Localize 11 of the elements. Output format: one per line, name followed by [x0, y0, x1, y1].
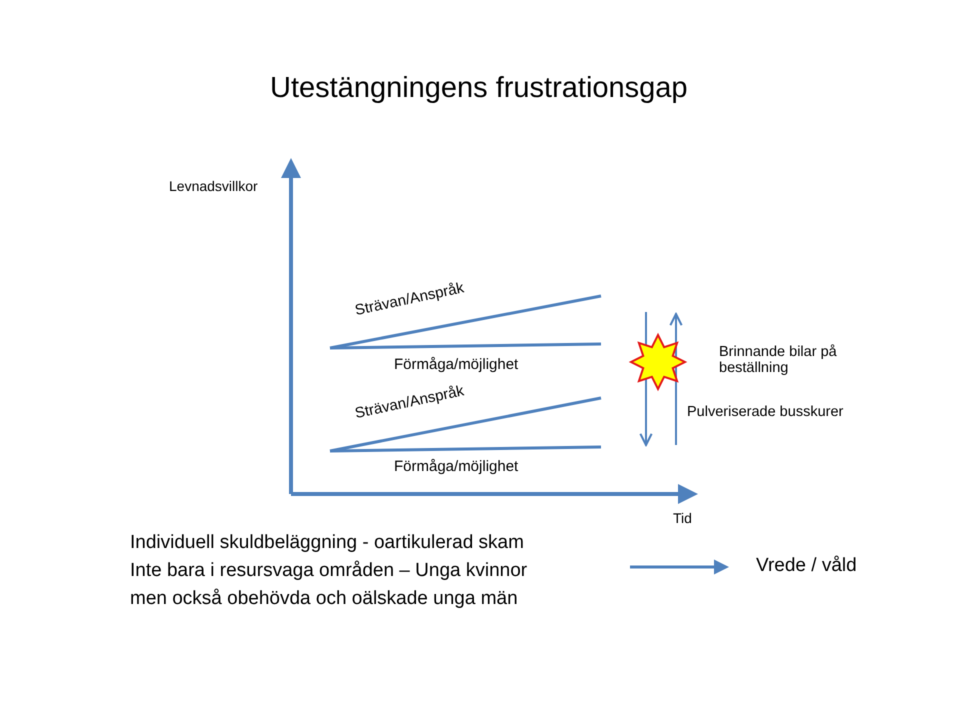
- title: Utestängningens frustrationsgap: [270, 72, 688, 105]
- annotation: Brinnande bilar på beställning: [719, 344, 838, 376]
- text-line: men också obehövda och oälskade unga män: [130, 588, 518, 610]
- text-line: Inte bara i resursvaga områden – Unga kvinnor: [130, 560, 528, 582]
- annotation: Vrede / våld: [756, 555, 857, 577]
- axis-label: Tid: [673, 510, 692, 526]
- line-label: Förmåga/möjlighet: [394, 356, 518, 373]
- text-line: Individuell skuldbeläggning - oartikulerad skam: [130, 532, 524, 554]
- annotation: Pulveriserade busskurer: [687, 404, 844, 420]
- axis-label: Levnadsvillkor: [169, 178, 258, 194]
- line-label: Förmåga/möjlighet: [394, 458, 518, 475]
